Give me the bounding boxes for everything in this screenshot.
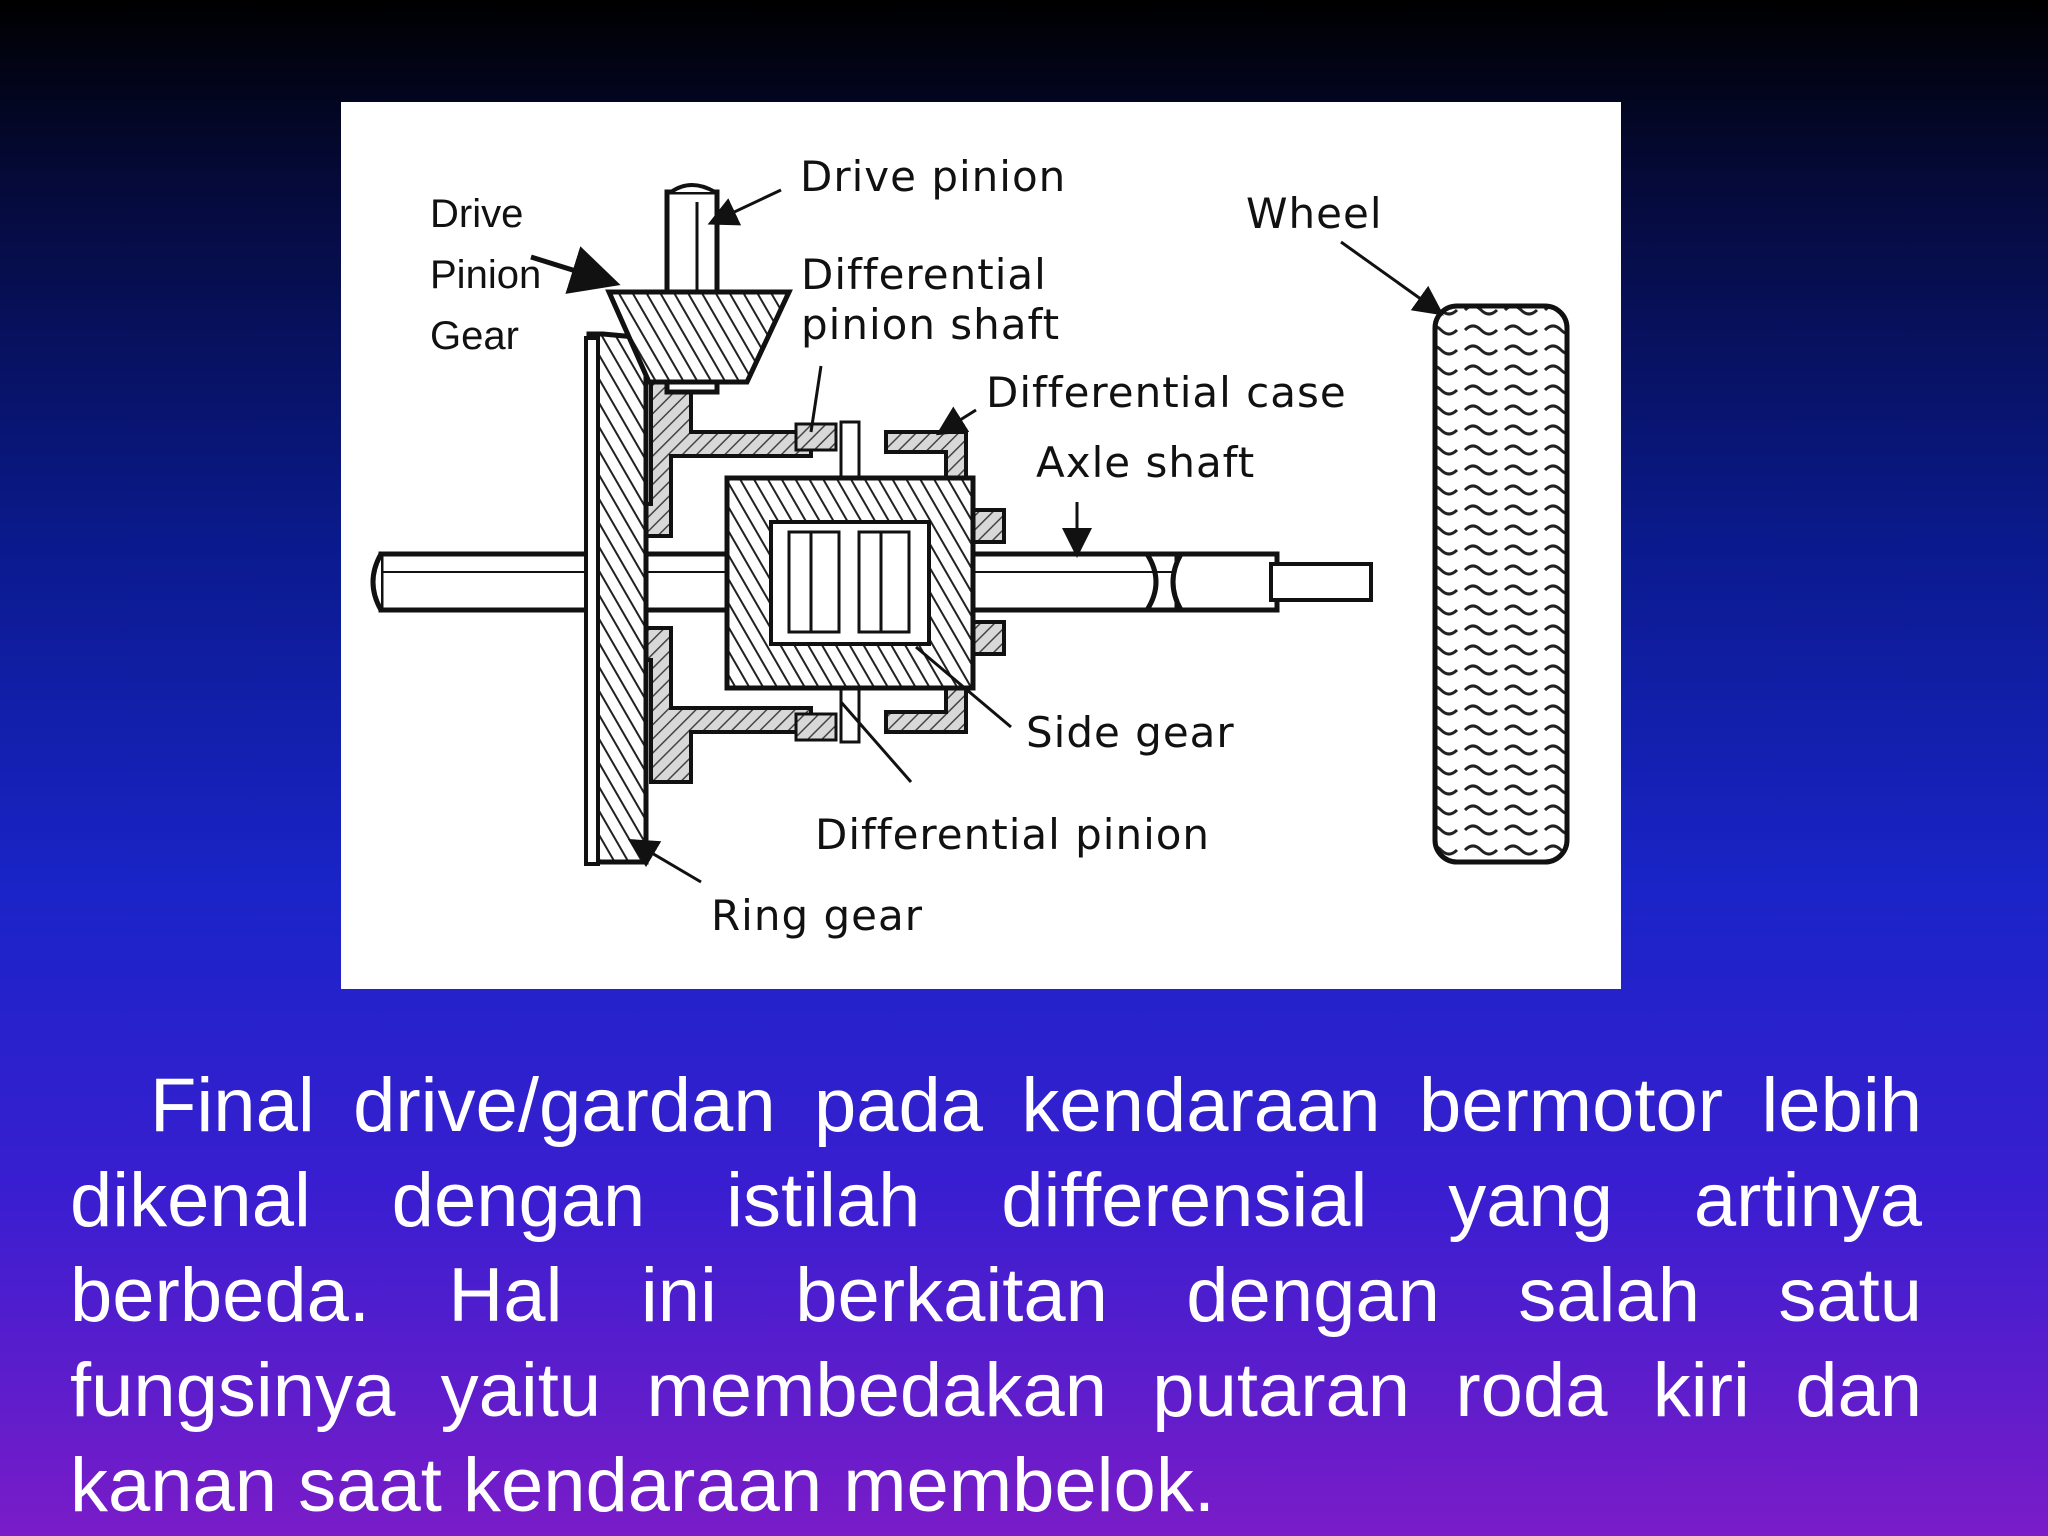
drive-pinion <box>605 183 793 395</box>
label-drive-pinion-gear-line-3: Gear <box>430 314 519 358</box>
body-paragraph: Final drive/gardan pada kendaraan bermot… <box>70 1063 1922 1528</box>
label-differential-pinion: Differential pinion <box>815 810 1211 859</box>
side-gear-assembly <box>724 475 976 691</box>
label-pinion-shaft: pinion shaft <box>801 300 1061 349</box>
wheel <box>1432 303 1570 865</box>
ring-gear <box>584 331 649 866</box>
label-drive-pinion-gear-line-2: Pinion <box>430 253 542 297</box>
label-differential: Differential <box>801 250 1047 299</box>
label-drive-pinion: Drive pinion <box>800 152 1067 201</box>
differential-diagram: Drive pinion Wheel Differential pinion s… <box>341 102 1621 989</box>
diagram-drawing <box>370 183 1570 884</box>
label-axle-shaft: Axle shaft <box>1036 438 1256 487</box>
label-ring-gear: Ring gear <box>711 891 923 940</box>
label-side-gear: Side gear <box>1026 708 1235 757</box>
label-wheel: Wheel <box>1246 189 1383 238</box>
leader-lines <box>530 188 1444 884</box>
label-drive-pinion-gear-line-1: Drive <box>430 192 524 236</box>
right-axle-shaft <box>1144 551 1373 613</box>
label-drive-pinion-gear: Drive Pinion Gear <box>430 184 541 367</box>
label-differential-case: Differential case <box>986 368 1347 417</box>
